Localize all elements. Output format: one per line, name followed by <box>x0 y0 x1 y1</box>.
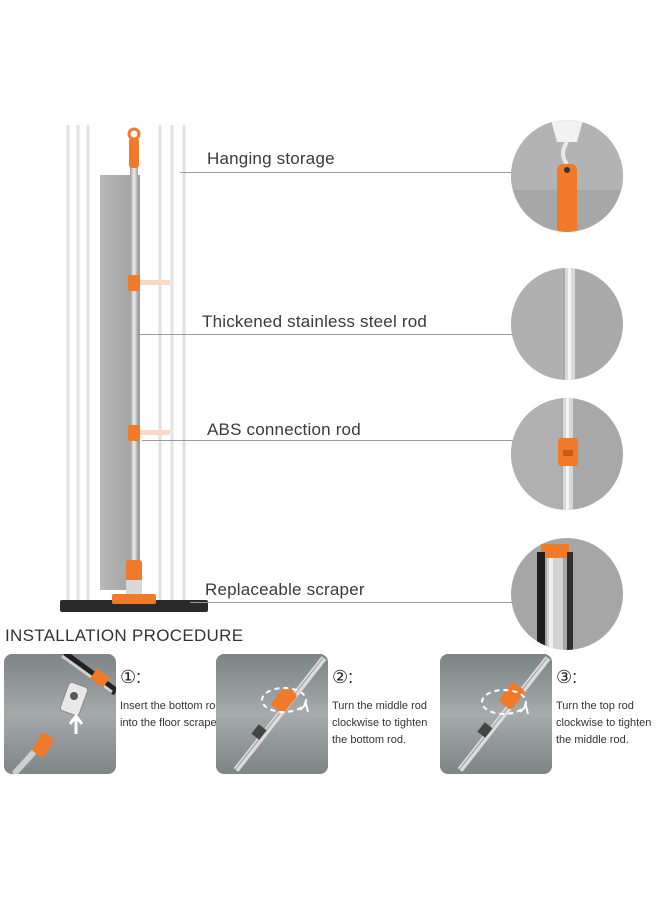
hook-icon <box>511 120 623 232</box>
step-3-number: ③: <box>556 667 578 687</box>
step-2-text: Turn the middle rod clockwise to tighten… <box>332 700 428 746</box>
detail-circle-steel-rod <box>511 268 623 380</box>
steel-rod-icon <box>511 268 623 380</box>
step-2-number: ②: <box>332 667 354 687</box>
leader-line-steel-rod <box>138 334 520 335</box>
squeegee-illustration <box>60 125 208 612</box>
leader-line-hanging-storage <box>180 172 520 173</box>
detail-circle-hanging-storage <box>511 120 623 232</box>
step-2-image <box>216 654 328 774</box>
rotate-clockwise-icon <box>216 654 328 774</box>
connector-icon <box>511 398 623 510</box>
callout-label-abs-connection: ABS connection rod <box>207 420 361 439</box>
leader-line-abs-connection <box>142 440 520 441</box>
step-3-image <box>440 654 552 774</box>
rotate-clockwise-icon <box>440 654 552 774</box>
callout-label-steel-rod: Thickened stainless steel rod <box>202 312 428 331</box>
leader-line-replaceable-scraper <box>190 602 520 603</box>
detail-circle-replaceable-scraper <box>511 538 623 650</box>
step-1-text: Insert the bottom rod into the floor scr… <box>120 700 223 729</box>
callout-label-replaceable-scraper: Replaceable scraper <box>205 580 365 599</box>
insert-rod-icon <box>4 654 116 774</box>
callout-label-hanging-storage: Hanging storage <box>207 149 335 168</box>
scraper-blade-icon <box>511 538 623 650</box>
detail-circle-abs-connection <box>511 398 623 510</box>
step-1-number: ①: <box>120 667 142 687</box>
product-illustration <box>60 120 210 620</box>
step-1-image <box>4 654 116 774</box>
installation-title: INSTALLATION PROCEDURE <box>5 626 244 645</box>
step-3-text: Turn the top rod clockwise to tighten th… <box>556 700 652 746</box>
